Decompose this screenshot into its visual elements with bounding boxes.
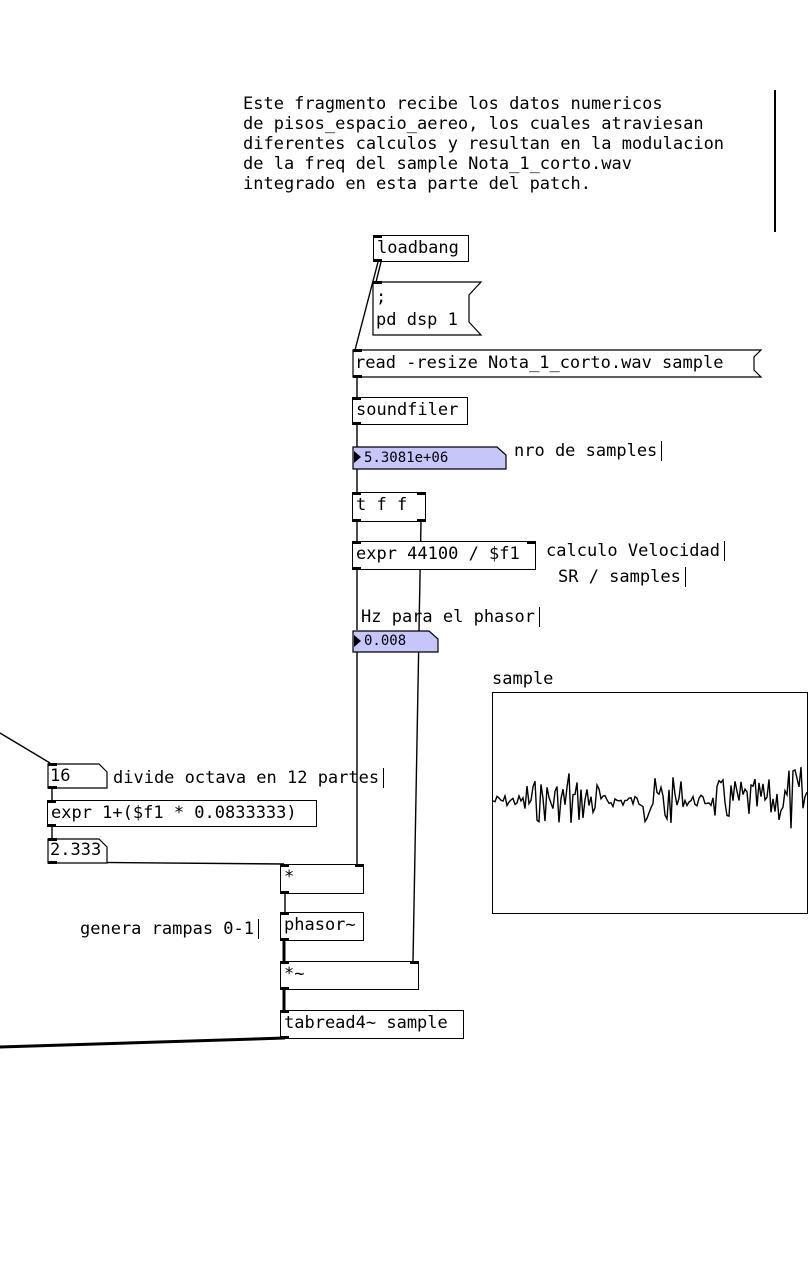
- multiply-signal-text: *~: [284, 964, 305, 984]
- expr-speed-object[interactable]: expr 44100 / $f1: [352, 541, 536, 570]
- cord-tabread-out: [0, 1036, 286, 1049]
- trigger-object-text: t f f: [356, 495, 408, 515]
- phasor-hz-number-arrow: [354, 635, 361, 647]
- comment-hz-phasor: Hz para el phasor: [361, 607, 540, 627]
- cord-trigger-multiply-sig: [412, 520, 422, 962]
- multiply-object[interactable]: *: [280, 864, 364, 894]
- comment-divide-octava: divide octava en 12 partes: [113, 768, 385, 788]
- comment-nro-samples: nro de samples: [514, 441, 663, 461]
- array-name-label: sample: [492, 669, 554, 689]
- comment-sr-samples: SR / samples: [558, 567, 686, 587]
- header-comment: Este fragmento recibe los datos numerico…: [243, 94, 725, 194]
- phasor-hz-number-shape: [352, 630, 439, 653]
- expr-octave-object[interactable]: expr 1+($f1 * 0.0833333): [47, 800, 317, 827]
- trigger-object[interactable]: t f f: [352, 492, 426, 522]
- dsp-message-line1: ;: [376, 287, 387, 307]
- comment-calculo-velocidad: calculo Velocidad: [546, 541, 725, 561]
- array-graph-sample[interactable]: [492, 692, 808, 914]
- read-message-box[interactable]: [352, 349, 764, 379]
- phasor-object[interactable]: phasor~: [280, 912, 364, 941]
- multiply-signal-object[interactable]: *~: [280, 961, 419, 990]
- cord-loadbang-read: [354, 261, 379, 351]
- atom-ratio-shape: [47, 838, 108, 864]
- dsp-message-line2: pd dsp 1: [376, 310, 458, 330]
- expr-speed-text: expr 44100 / $f1: [356, 544, 520, 564]
- samples-number-shape: [352, 446, 507, 470]
- cord-offscreen-atom: [0, 732, 51, 764]
- atom-input-value[interactable]: 16: [50, 766, 71, 786]
- multiply-object-text: *: [284, 867, 295, 887]
- header-comment-edge: [774, 90, 776, 232]
- samples-number-value: 5.3081e+06: [364, 450, 449, 466]
- loadbang-object[interactable]: loadbang: [373, 235, 469, 262]
- samples-number-arrow: [354, 451, 361, 463]
- comment-genera-rampas: genera rampas 0-1: [80, 919, 259, 939]
- atom-ratio-value[interactable]: 2.333: [50, 840, 102, 860]
- read-message-text: read -resize Nota_1_corto.wav sample: [355, 353, 724, 373]
- atom-input-shape: [47, 763, 108, 789]
- tabread-object[interactable]: tabread4~ sample: [280, 1010, 464, 1039]
- array-waveform: [493, 767, 807, 829]
- dsp-message-box[interactable]: [372, 281, 484, 336]
- phasor-hz-number-value: 0.008: [364, 633, 407, 649]
- cord-loadbang-dsp: [375, 261, 382, 283]
- phasor-hz-number-box[interactable]: 0.008: [352, 630, 440, 653]
- samples-number-box[interactable]: 5.3081e+06: [352, 446, 508, 470]
- soundfiler-object[interactable]: soundfiler: [352, 397, 468, 425]
